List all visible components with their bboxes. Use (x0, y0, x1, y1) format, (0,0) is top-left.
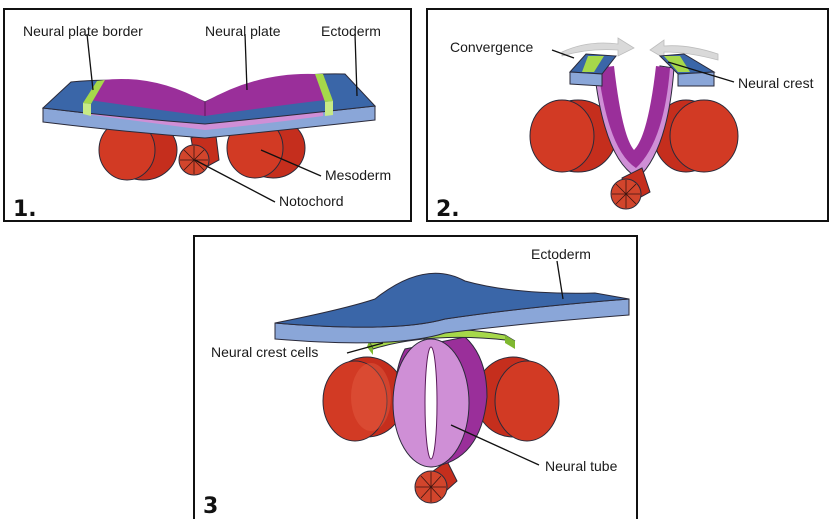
panel-number: 2. (436, 197, 460, 222)
label-mesoderm: Mesoderm (325, 167, 391, 183)
label-neural-plate: Neural plate (205, 23, 281, 39)
panel-number: 1. (13, 197, 37, 222)
panel-3: Ectoderm Neural crest cells Neural tube … (193, 235, 638, 519)
label-neural-plate-border: Neural plate border (23, 23, 143, 39)
label-ectoderm: Ectoderm (321, 23, 381, 39)
panel-2-diagram: Convergence Neural crest 2. (428, 10, 829, 222)
panel-number: 3 (203, 494, 218, 519)
label-ectoderm: Ectoderm (531, 246, 591, 262)
ectoderm-slab (275, 273, 629, 343)
panel-2: Convergence Neural crest 2. (426, 8, 829, 222)
label-convergence: Convergence (450, 39, 533, 55)
neural-groove (594, 66, 674, 178)
panel-1-diagram: Neural plate border Neural plate Ectoder… (5, 10, 412, 222)
panel-1: Neural plate border Neural plate Ectoder… (3, 8, 412, 222)
mesoderm-right (475, 357, 559, 441)
label-neural-tube: Neural tube (545, 458, 618, 474)
notochord (611, 168, 650, 209)
notochord (415, 461, 457, 503)
label-neural-crest-cells: Neural crest cells (211, 344, 318, 360)
panel-3-diagram: Ectoderm Neural crest cells Neural tube … (195, 237, 638, 519)
label-notochord: Notochord (279, 193, 344, 209)
neural-tube (393, 337, 487, 467)
label-neural-crest: Neural crest (738, 75, 814, 91)
